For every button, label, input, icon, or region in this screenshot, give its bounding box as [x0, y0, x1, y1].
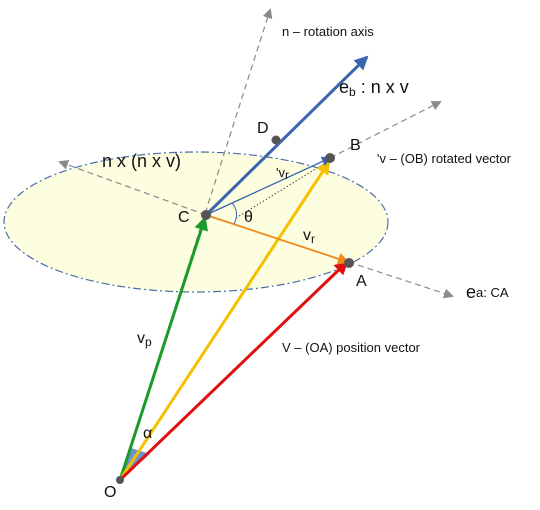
point-o — [116, 476, 124, 484]
rotated-vector-label: 'v – (OB) rotated vector — [377, 151, 512, 166]
alpha-label: α — [143, 425, 152, 442]
point-b — [325, 153, 335, 163]
ob-extension-line — [329, 101, 442, 159]
position-vector-label: V – (OA) position vector — [282, 340, 421, 355]
ea-label-main: e — [466, 282, 476, 302]
label-d: D — [257, 120, 269, 137]
label-b: B — [350, 137, 361, 154]
cross-product-label: n x (n x v) — [102, 151, 181, 171]
vp-label: vp — [137, 330, 152, 349]
eb-vector-blue — [204, 55, 369, 217]
label-o: O — [104, 484, 116, 501]
vr-prime-label: 'vr — [276, 165, 289, 182]
ea-label-sub: a: CA — [476, 285, 509, 300]
rotation-plane-ellipse — [3, 151, 389, 293]
eb-label-main: e — [339, 77, 349, 97]
vp-vector-green — [118, 216, 208, 481]
vp-label-sub: p — [145, 335, 152, 349]
point-c — [201, 210, 211, 220]
vr-prime-label-main: 'v — [276, 165, 285, 180]
ob-vector-yellow — [118, 160, 331, 481]
theta-label: θ — [244, 209, 253, 226]
eb-label: eb : n x v — [339, 77, 409, 99]
vr-vector-orange — [205, 214, 350, 265]
ea-label: ea: CA — [466, 282, 509, 302]
oa-vector-red — [118, 260, 349, 482]
vr-label: vr — [303, 227, 315, 246]
projection-dotted-line — [235, 159, 331, 219]
label-c: C — [178, 209, 190, 226]
vr-label-main: v — [303, 227, 311, 244]
label-a: A — [356, 273, 367, 290]
point-a — [344, 258, 354, 268]
vr-prime-label-sub: r — [285, 168, 289, 182]
vp-label-main: v — [137, 330, 145, 347]
cross-product-axis-line — [58, 160, 207, 216]
point-d — [271, 135, 281, 145]
theta-angle-arc — [231, 202, 238, 225]
vr-prime-vector-blue — [205, 156, 332, 216]
vr-label-sub: r — [311, 232, 315, 246]
eb-label-rest: : n x v — [356, 77, 409, 97]
rotation-axis-label: n – rotation axis — [282, 24, 374, 39]
eb-label-sub: b — [349, 85, 356, 99]
